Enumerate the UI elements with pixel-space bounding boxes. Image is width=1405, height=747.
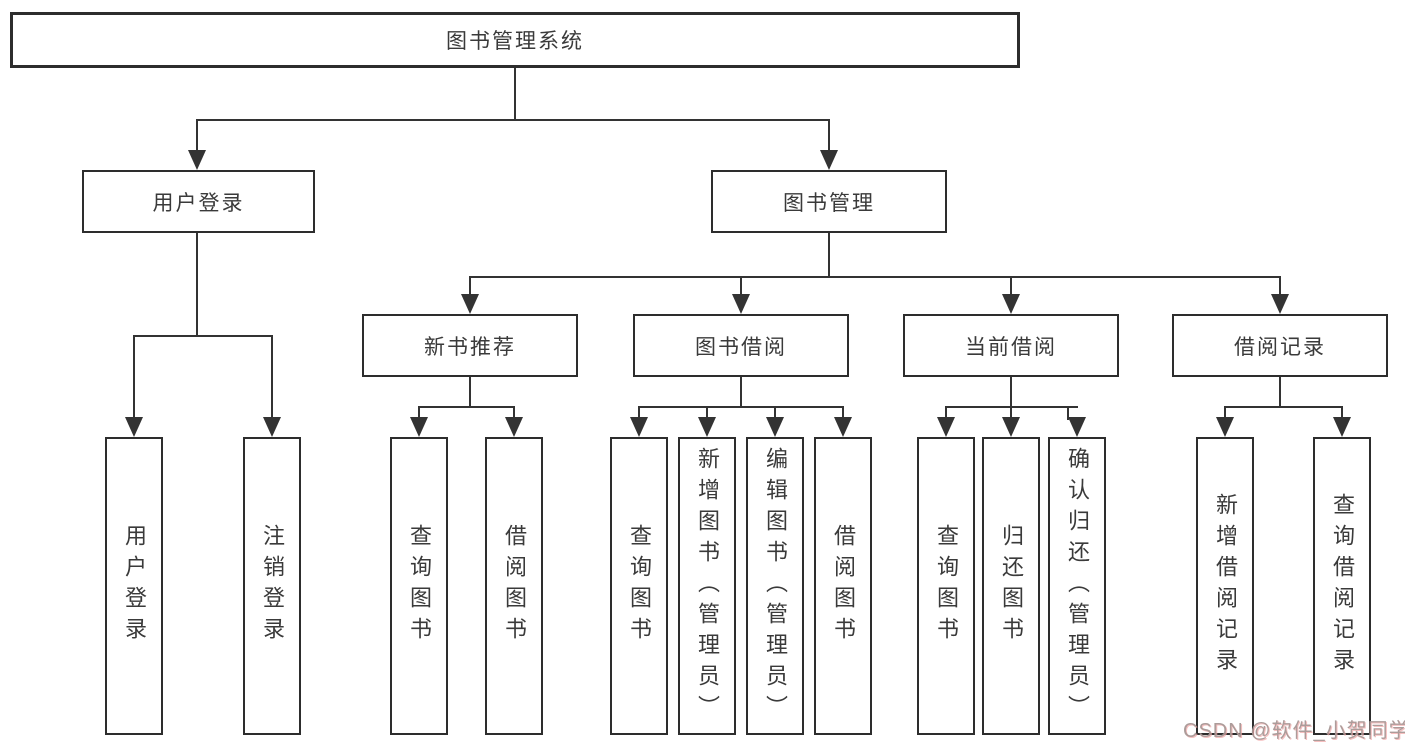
- node-user-login: 用户登录: [82, 170, 315, 233]
- connector-drop: [1010, 406, 1012, 420]
- connector-book-mgmt-drop: [828, 119, 830, 152]
- connector-drop: [469, 276, 471, 297]
- arrowhead-down-icon: [820, 150, 838, 170]
- connector-drop: [842, 406, 844, 420]
- connector-group-stem: [1279, 377, 1281, 408]
- node-new-book-recommend: 新书推荐: [362, 314, 578, 377]
- leaf-label: 查询图书: [627, 524, 652, 648]
- connector-drop: [1067, 406, 1069, 420]
- arrowhead-down-icon: [188, 150, 206, 170]
- arrowhead-down-icon: [698, 417, 716, 437]
- arrowhead-down-icon: [410, 417, 428, 437]
- arrowhead-down-icon: [505, 417, 523, 437]
- arrowhead-down-icon: [263, 417, 281, 437]
- leaf-add-book-admin: 新增图书（管理员）: [678, 437, 736, 735]
- connector-drop: [1010, 276, 1012, 297]
- leaf-label: 编辑图书（管理员）: [763, 446, 788, 726]
- node-book-borrowing: 图书借阅: [633, 314, 849, 377]
- connector-group-stem: [1010, 377, 1012, 408]
- arrowhead-down-icon: [1002, 294, 1020, 314]
- arrowhead-down-icon: [1271, 294, 1289, 314]
- leaf-user-login: 用户登录: [105, 437, 163, 735]
- connector-book-mgmt-stem: [828, 233, 830, 278]
- arrowhead-down-icon: [461, 294, 479, 314]
- connector-drop: [513, 406, 515, 420]
- arrowhead-down-icon: [1333, 417, 1351, 437]
- connector-user-login-drop: [196, 119, 198, 152]
- connector-root-stem: [514, 68, 516, 121]
- node-label: 借阅记录: [1234, 335, 1326, 359]
- connector-drop: [1224, 406, 1226, 420]
- node-current-borrowing: 当前借阅: [903, 314, 1119, 377]
- connector-level2-rail: [196, 119, 830, 121]
- leaf-query-books-recommend: 查询图书: [390, 437, 448, 735]
- connector-drop: [271, 335, 273, 419]
- connector-group-stem: [469, 377, 471, 408]
- leaf-borrow-books-recommend: 借阅图书: [485, 437, 543, 735]
- connector-drop: [638, 406, 640, 420]
- connector-drop: [740, 276, 742, 297]
- connector-groups-rail: [469, 276, 1281, 278]
- leaf-borrow-books-borrowing: 借阅图书: [814, 437, 872, 735]
- connector-drop: [133, 335, 135, 419]
- connector-leaf-rail: [1224, 406, 1343, 408]
- node-label: 用户登录: [152, 191, 245, 215]
- connector-drop: [418, 406, 420, 420]
- leaf-label: 归还图书: [999, 524, 1024, 648]
- csdn-watermark: CSDN @软件_小贺同学: [1183, 720, 1405, 742]
- connector-leaf-rail: [418, 406, 515, 408]
- arrowhead-down-icon: [630, 417, 648, 437]
- leaf-label: 借阅图书: [831, 524, 856, 648]
- connector-leaf-rail: [638, 406, 844, 408]
- leaf-label: 新增借阅记录: [1213, 493, 1238, 679]
- leaf-label: 用户登录: [122, 524, 147, 648]
- node-borrowing-records: 借阅记录: [1172, 314, 1388, 377]
- leaf-logout: 注销登录: [243, 437, 301, 735]
- connector-user-login-rail: [133, 335, 273, 337]
- leaf-label: 借阅图书: [502, 524, 527, 648]
- node-label: 图书管理系统: [446, 30, 584, 53]
- node-label: 图书借阅: [695, 335, 787, 359]
- node-book-management: 图书管理: [711, 170, 947, 233]
- arrowhead-down-icon: [1002, 417, 1020, 437]
- connector-drop: [945, 406, 947, 420]
- leaf-return-book: 归还图书: [982, 437, 1040, 735]
- connector-group-stem: [740, 377, 742, 408]
- leaf-query-books-current: 查询图书: [917, 437, 975, 735]
- connector-drop: [1279, 276, 1281, 297]
- leaf-label: 查询图书: [407, 524, 432, 648]
- leaf-add-borrow-record: 新增借阅记录: [1196, 437, 1254, 735]
- arrowhead-down-icon: [1068, 417, 1086, 437]
- leaf-label: 新增图书（管理员）: [695, 446, 720, 726]
- leaf-label: 确认归还（管理员）: [1065, 446, 1090, 726]
- node-label: 新书推荐: [424, 335, 516, 359]
- connector-drop: [1341, 406, 1343, 420]
- arrowhead-down-icon: [834, 417, 852, 437]
- connector-user-login-stem: [196, 233, 198, 337]
- leaf-label: 注销登录: [260, 524, 285, 648]
- connector-drop: [706, 406, 708, 420]
- node-library-management-system: 图书管理系统: [10, 12, 1020, 68]
- arrowhead-down-icon: [937, 417, 955, 437]
- node-label: 当前借阅: [965, 335, 1057, 359]
- arrowhead-down-icon: [125, 417, 143, 437]
- leaf-label: 查询图书: [934, 524, 959, 648]
- node-label: 图书管理: [783, 191, 875, 215]
- arrowhead-down-icon: [1216, 417, 1234, 437]
- leaf-label: 查询借阅记录: [1330, 493, 1355, 679]
- arrowhead-down-icon: [732, 294, 750, 314]
- connector-drop: [774, 406, 776, 420]
- arrowhead-down-icon: [766, 417, 784, 437]
- leaf-query-books-borrowing: 查询图书: [610, 437, 668, 735]
- leaf-confirm-return-admin: 确认归还（管理员）: [1048, 437, 1106, 735]
- leaf-query-borrow-record: 查询借阅记录: [1313, 437, 1371, 735]
- leaf-edit-book-admin: 编辑图书（管理员）: [746, 437, 804, 735]
